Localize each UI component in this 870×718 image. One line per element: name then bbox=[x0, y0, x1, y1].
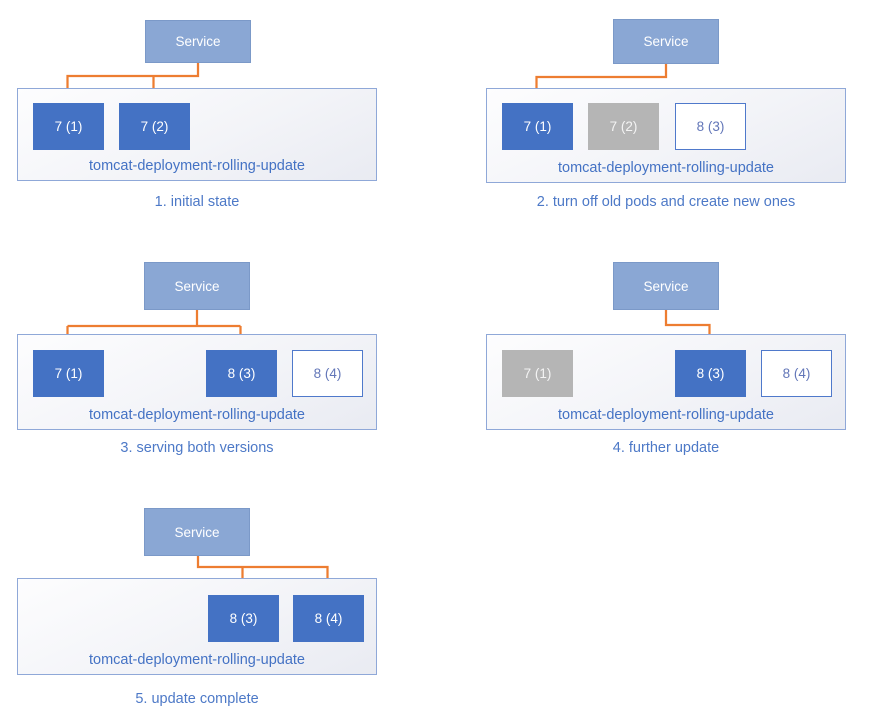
pod-8-3: 8 (3) bbox=[208, 595, 279, 642]
deployment-label: tomcat-deployment-rolling-update bbox=[89, 407, 305, 423]
deployment-box: 7 (1) 8 (3) 8 (4) tomcat-deployment-roll… bbox=[17, 334, 377, 430]
deployment-box: 7 (1) 8 (3) 8 (4) tomcat-deployment-roll… bbox=[486, 334, 846, 430]
panel-caption: 3. serving both versions bbox=[120, 440, 274, 456]
deployment-box: 8 (3) 8 (4) tomcat-deployment-rolling-up… bbox=[17, 578, 377, 675]
deployment-box: 7 (1) 7 (2) 8 (3) tomcat-deployment-roll… bbox=[486, 88, 846, 183]
panel-serving-both-versions: Service 7 (1) 8 (3) 8 (4) tomcat-deploym… bbox=[0, 240, 435, 480]
pod-8-3: 8 (3) bbox=[206, 350, 277, 397]
pod-8-4: 8 (4) bbox=[761, 350, 832, 397]
service-box: Service bbox=[613, 19, 719, 64]
pod-7-1: 7 (1) bbox=[502, 350, 573, 397]
deployment-label: tomcat-deployment-rolling-update bbox=[89, 158, 305, 174]
panel-turn-off-old-pods: Service 7 (1) 7 (2) 8 (3) tomcat-deploym… bbox=[435, 0, 870, 240]
service-box: Service bbox=[144, 508, 250, 556]
pod-7-2: 7 (2) bbox=[588, 103, 659, 150]
pod-7-1: 7 (1) bbox=[33, 350, 104, 397]
panel-caption: 1. initial state bbox=[154, 194, 240, 210]
panel-caption: 2. turn off old pods and create new ones bbox=[536, 194, 796, 210]
service-box: Service bbox=[144, 262, 250, 310]
pod-8-4: 8 (4) bbox=[293, 595, 364, 642]
panel-update-complete: Service 8 (3) 8 (4) tomcat-deployment-ro… bbox=[0, 480, 435, 718]
panel-initial-state: Service 7 (1) 7 (2) tomcat-deployment-ro… bbox=[0, 0, 435, 240]
pod-7-2: 7 (2) bbox=[119, 103, 190, 150]
deployment-box: 7 (1) 7 (2) tomcat-deployment-rolling-up… bbox=[17, 88, 377, 181]
deployment-label: tomcat-deployment-rolling-update bbox=[89, 652, 305, 668]
service-box: Service bbox=[613, 262, 719, 310]
pod-7-1: 7 (1) bbox=[502, 103, 573, 150]
pod-8-3: 8 (3) bbox=[675, 103, 746, 150]
panel-caption: 5. update complete bbox=[135, 691, 259, 707]
deployment-label: tomcat-deployment-rolling-update bbox=[558, 407, 774, 423]
panel-caption: 4. further update bbox=[612, 440, 720, 456]
pod-8-4: 8 (4) bbox=[292, 350, 363, 397]
pod-8-3: 8 (3) bbox=[675, 350, 746, 397]
service-box: Service bbox=[145, 20, 251, 63]
pod-7-1: 7 (1) bbox=[33, 103, 104, 150]
deployment-label: tomcat-deployment-rolling-update bbox=[558, 160, 774, 176]
panel-further-update: Service 7 (1) 8 (3) 8 (4) tomcat-deploym… bbox=[435, 240, 870, 480]
